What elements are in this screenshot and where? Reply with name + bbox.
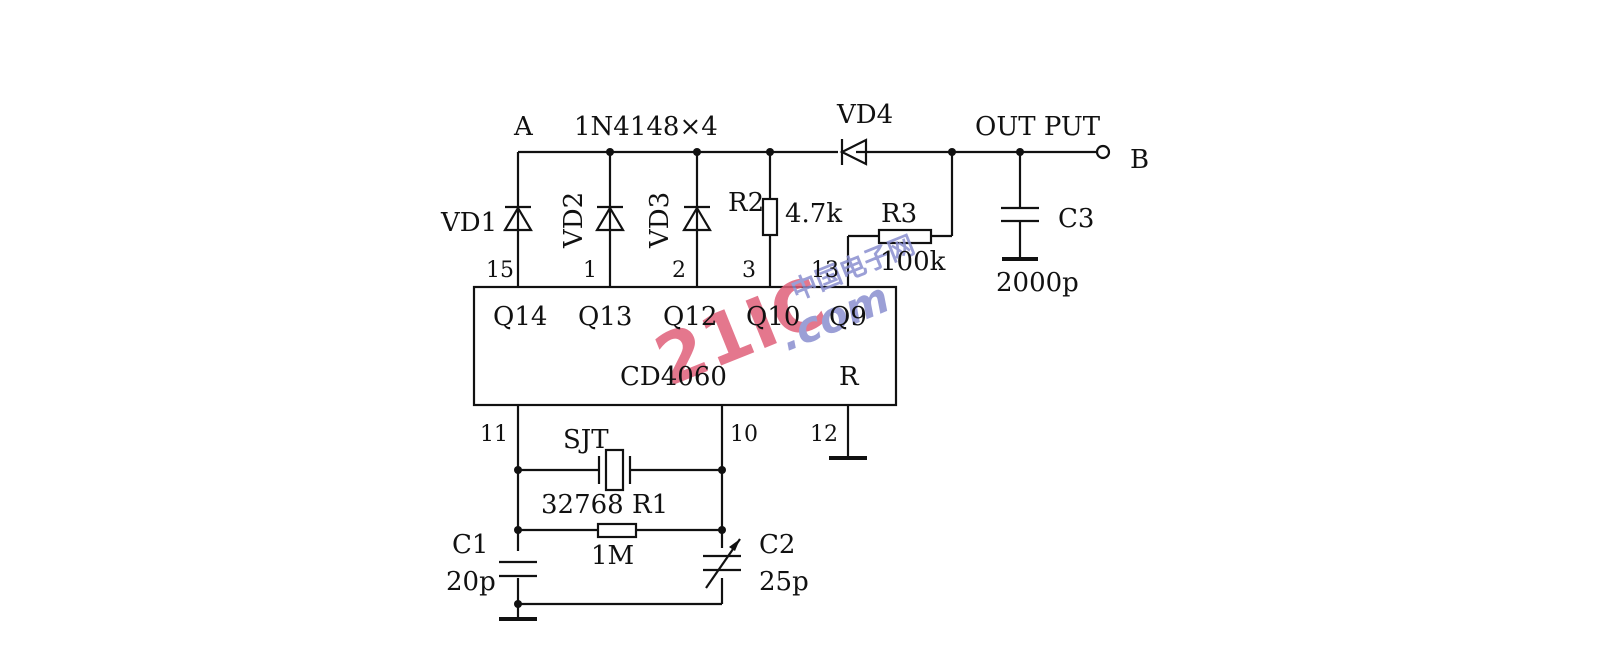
crystal-sjt (518, 448, 722, 492)
c3-value-label: 2000p (996, 268, 1079, 298)
pin-number: 13 (811, 258, 839, 283)
ic-cd4060-body (472, 285, 898, 407)
ic-reset-label: R (839, 362, 860, 392)
ic-output-label: Q12 (663, 302, 717, 332)
vd3-label: VD3 (645, 192, 675, 249)
c2-value-label: 25p (759, 567, 809, 597)
pin-number: 2 (672, 258, 686, 283)
trimmer-capacitor-c2 (703, 538, 741, 589)
c2-label: C2 (759, 530, 795, 560)
ic-output-label: Q13 (578, 302, 632, 332)
node-b-label: B (1130, 145, 1149, 175)
ic-output-label: Q10 (746, 302, 800, 332)
pin-number: 3 (742, 258, 756, 283)
c1-value-label: 20p (446, 567, 496, 597)
r2-value-label: 4.7k (785, 199, 842, 229)
ic-output-label: Q9 (829, 302, 867, 332)
output-label: OUT PUT (975, 112, 1101, 142)
crystal-value-label: 32768 (541, 490, 624, 520)
c1-label: C1 (452, 530, 488, 560)
diode-vd1 (503, 152, 533, 287)
vd2-label: VD2 (559, 192, 589, 249)
diode-vd3 (682, 152, 712, 287)
capacitor-c1 (499, 560, 537, 578)
r2-label: R2 (728, 188, 764, 218)
pin-number: 10 (730, 422, 758, 447)
c3-label: C3 (1058, 204, 1094, 234)
ic-name-label: CD4060 (620, 362, 727, 392)
top-bus-wires (518, 148, 1098, 156)
resistor-r3-feedback (846, 152, 954, 287)
ic-output-label: Q14 (493, 302, 547, 332)
r3-value-label: 100k (880, 247, 946, 277)
reset-ground (829, 405, 867, 460)
capacitor-c3 (1001, 152, 1039, 261)
resistor-r1 (518, 522, 722, 539)
diode-vd2 (595, 152, 625, 287)
vd4-label: VD4 (836, 100, 893, 130)
node-a-label: A (513, 112, 534, 142)
pin-number: 15 (486, 258, 514, 283)
output-terminal-b (1095, 144, 1111, 160)
crystal-label: SJT (563, 425, 609, 455)
pin-number: 12 (810, 422, 838, 447)
diode-part-label: 1N4148×4 (574, 112, 718, 142)
pin-number: 1 (583, 258, 597, 283)
r3-label: R3 (881, 199, 917, 229)
diode-vd4 (839, 138, 868, 166)
r1-label: R1 (632, 490, 668, 520)
resistor-r2 (761, 152, 779, 287)
r1-value-label: 1M (591, 541, 634, 571)
vd1-label: VD1 (440, 208, 497, 238)
pin-number: 11 (480, 422, 508, 447)
